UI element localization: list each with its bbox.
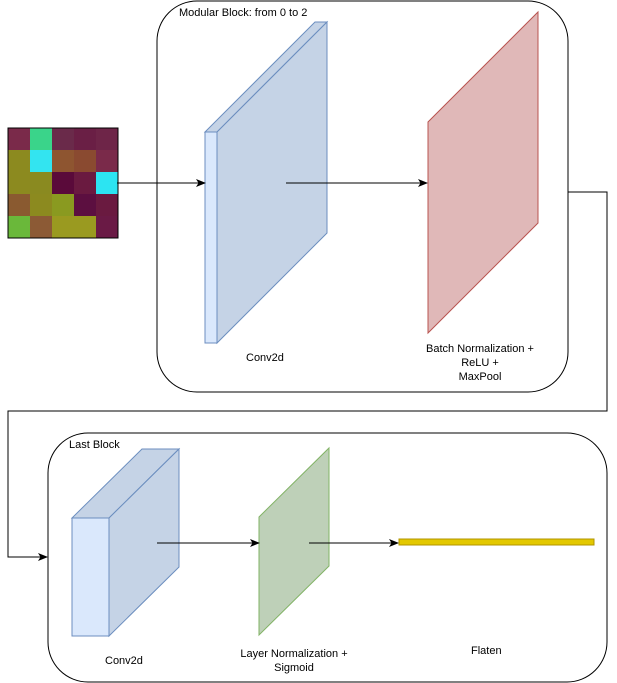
conv2d-last-front-face	[71, 517, 110, 637]
input-pixel	[52, 216, 74, 238]
batchnorm-label-line2: ReLU +	[461, 357, 499, 369]
input-pixel	[30, 128, 52, 150]
input-pixel	[74, 128, 96, 150]
conv2d-layer-last	[70, 447, 181, 638]
input-pixel	[8, 194, 30, 216]
conv2d-label-last: Conv2d	[105, 655, 143, 667]
conv2d-front-face	[204, 131, 218, 344]
input-pixel	[30, 194, 52, 216]
modular-block-container	[156, 0, 569, 393]
arrow-modular-to-last	[7, 191, 608, 561]
batchnorm-label-line1: Batch Normalization +	[426, 343, 534, 355]
input-pixel	[96, 128, 118, 150]
input-pixel	[8, 172, 30, 194]
modular-block-title: Modular Block: from 0 to 2	[179, 7, 308, 19]
input-pixel	[8, 216, 30, 238]
batchnorm-layer	[427, 10, 539, 335]
input-pixel	[74, 194, 96, 216]
input-pixel	[96, 216, 118, 238]
conv2d-label-modular: Conv2d	[246, 352, 284, 364]
input-pixel	[74, 150, 96, 172]
input-pixel	[52, 172, 74, 194]
input-pixel	[74, 172, 96, 194]
batchnorm-label-line3: MaxPool	[458, 371, 502, 383]
flatten-label: Flaten	[471, 645, 502, 657]
last-block-title: Last Block	[69, 439, 120, 451]
input-pixel	[52, 128, 74, 150]
input-pixel	[52, 150, 74, 172]
flatten-bar	[398, 538, 595, 546]
layernorm-label-line2: Sigmoid	[274, 662, 314, 674]
layernorm-label: Layer Normalization + Sigmoid	[231, 647, 357, 675]
last-block-container	[47, 432, 608, 683]
input-image	[7, 127, 119, 239]
input-pixel	[52, 194, 74, 216]
input-pixel	[30, 216, 52, 238]
input-pixel	[30, 172, 52, 194]
input-pixel	[74, 216, 96, 238]
conv2d-layer-modular	[203, 20, 329, 345]
input-pixel	[8, 150, 30, 172]
batchnorm-label: Batch Normalization + ReLU + MaxPool	[418, 342, 542, 384]
input-pixel	[96, 194, 118, 216]
input-pixel	[30, 150, 52, 172]
layernorm-layer	[258, 446, 330, 637]
input-pixel	[96, 172, 118, 194]
input-pixel	[8, 128, 30, 150]
layernorm-label-line1: Layer Normalization +	[240, 648, 348, 660]
input-pixel	[96, 150, 118, 172]
